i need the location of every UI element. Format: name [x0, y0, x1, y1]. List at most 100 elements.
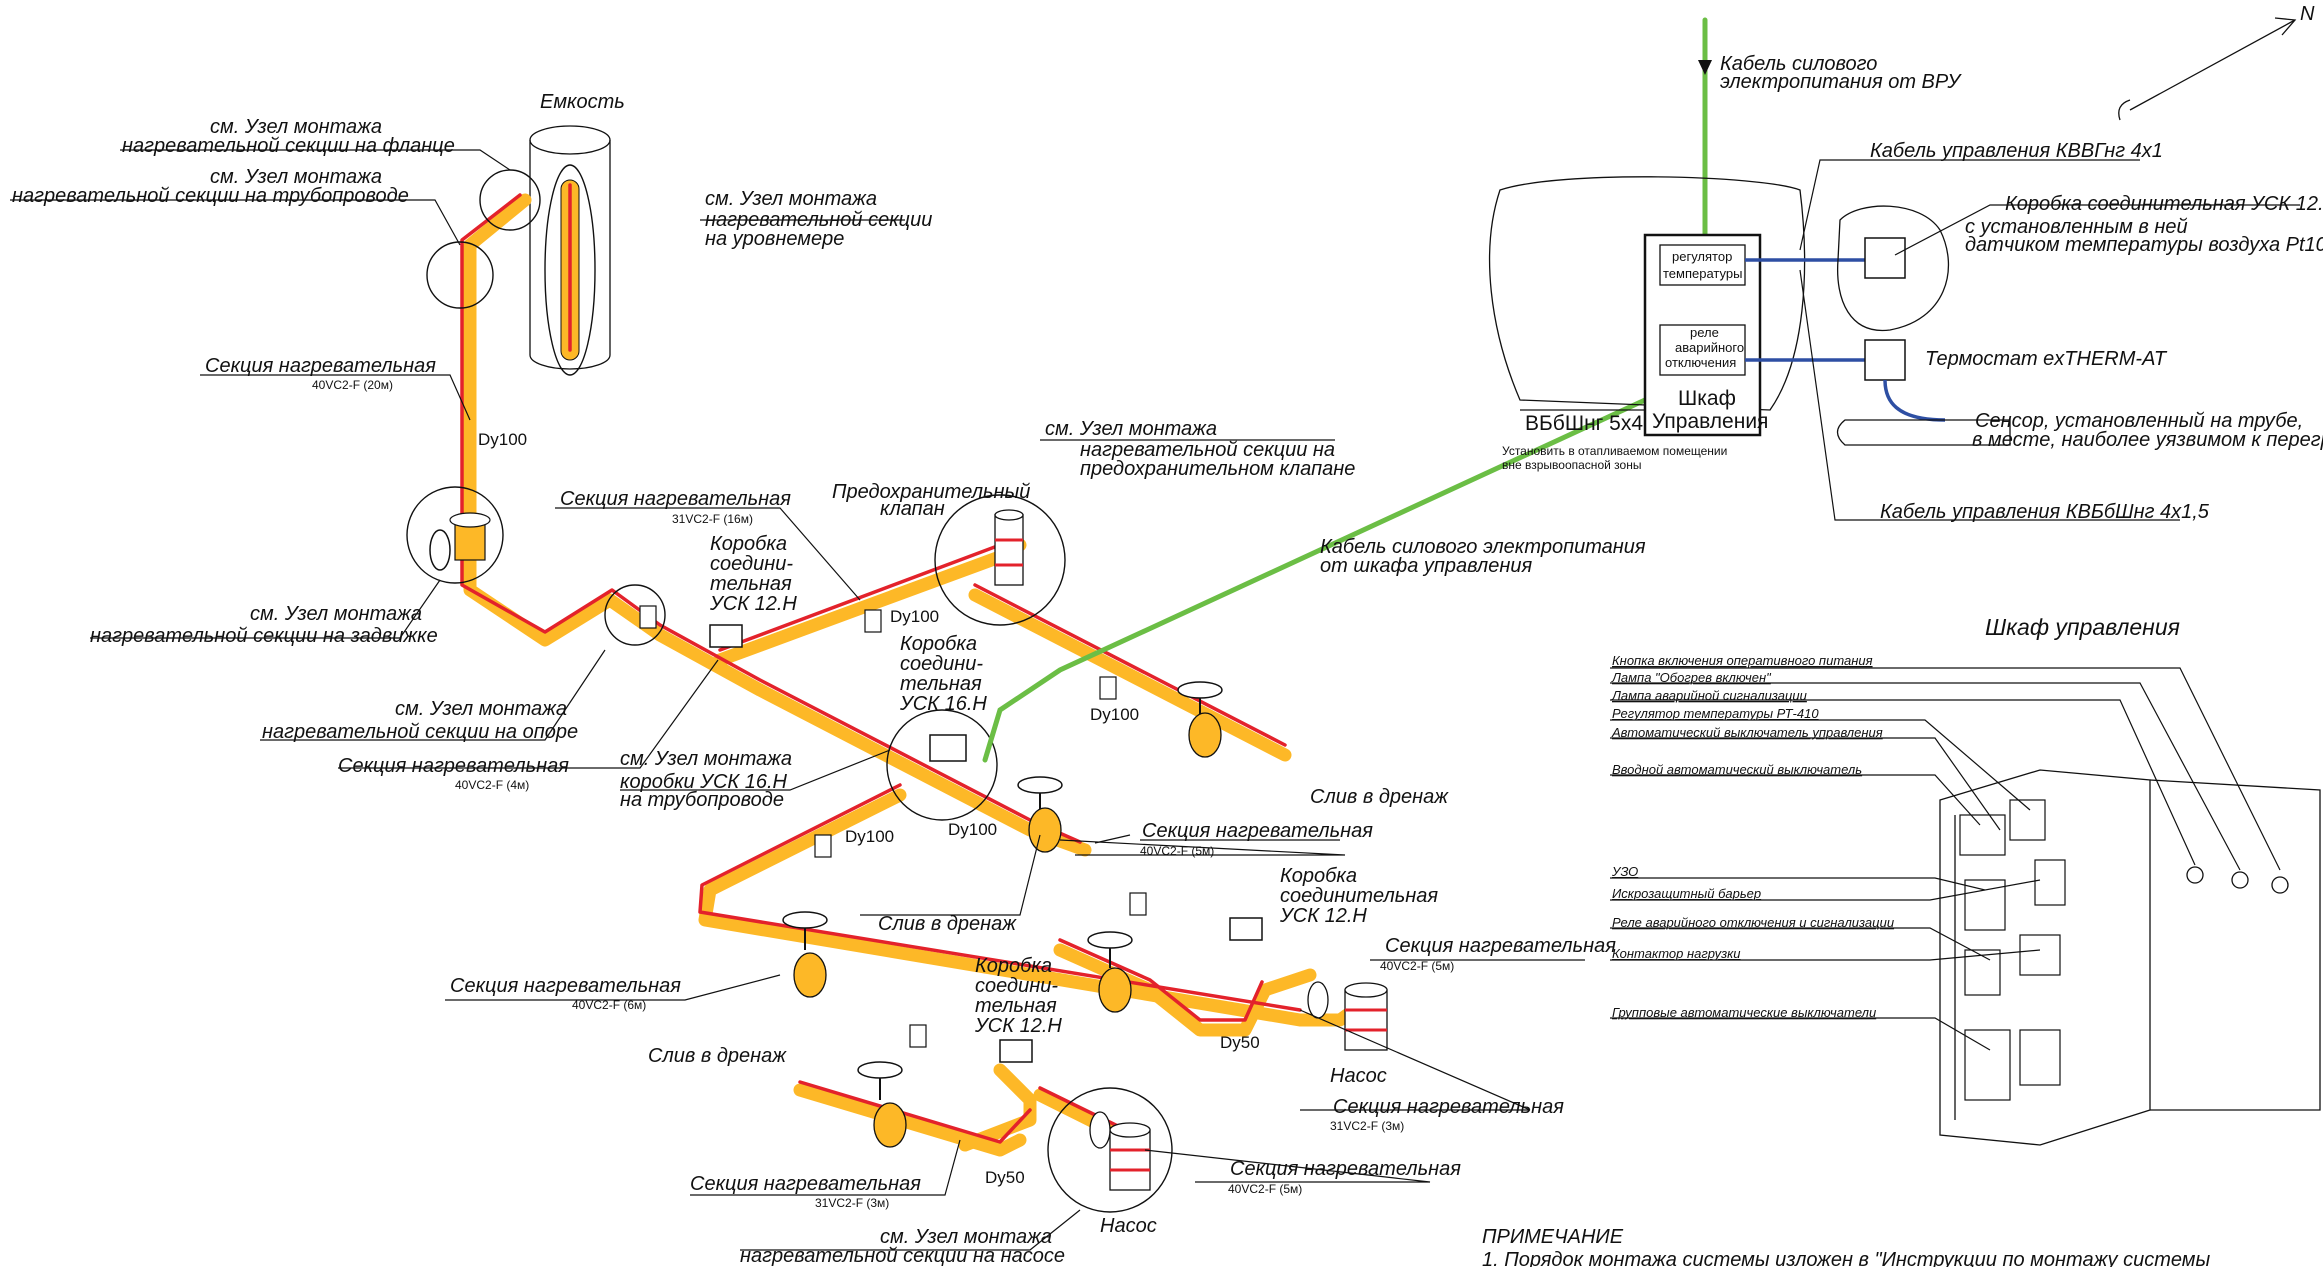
sec-5a-label-1: Секция нагревательная: [1142, 820, 1373, 842]
legend-item-10: Контактор нагрузки: [1612, 946, 1741, 961]
cabinet-title: Шкаф управления: [1985, 614, 2180, 640]
pipe-supports: [639, 605, 1147, 1048]
node-circle-pipeline: [426, 241, 494, 309]
safety-label-2: клапан: [880, 498, 945, 520]
leader-lines: [10, 149, 1585, 1251]
heater-mid: [1058, 938, 1264, 1022]
regulator-label-2: температуры: [1663, 266, 1742, 281]
box-usk12-a: [709, 624, 743, 648]
wall-outline: [1836, 205, 1950, 332]
safety-valve: [994, 509, 1024, 586]
box-usk16-label-3: тельная: [900, 673, 982, 695]
box-usk12k-label-1: Коробка соединительная УСК 12.К: [2005, 193, 2323, 215]
heater-upper: [718, 543, 1002, 652]
heater-safety: [973, 583, 1287, 747]
node-safety-label-2: нагревательной секции на: [1080, 439, 1335, 461]
tank: Емкость: [529, 91, 625, 376]
relay-label-3: отключения: [1665, 355, 1736, 370]
legend-item-2: Лампа "Обогрев включен": [1611, 670, 1772, 685]
box-usk16-label-4: УСК 16.Н: [899, 693, 987, 715]
box-usk12-a-label-1: Коробка: [710, 533, 787, 555]
legend-leaders: [1610, 667, 2281, 1051]
node-safety-label-3: предохранительном клапане: [1080, 458, 1355, 480]
node-usk16-label-2: коробки УСК 16.Н: [620, 771, 788, 793]
box-usk12-c: [999, 1039, 1033, 1063]
node-circle-usk16: [886, 709, 998, 821]
regulator-label-1: регулятор: [1672, 249, 1732, 264]
legend-item-6: Вводной автоматический выключатель: [1612, 762, 1862, 777]
box-usk12-c-label-2: соедини-: [975, 975, 1058, 997]
thermostat-box: [1864, 339, 1906, 381]
dy-vert: Dy100: [478, 430, 527, 449]
usk12k-box: [1864, 237, 1906, 279]
sec-vert-label-1: Секция нагревательная: [205, 355, 436, 377]
sensor-pipe: [1836, 419, 2011, 446]
cabinet-illustration: Шкаф управления: [1939, 614, 2321, 1146]
node-valve-label-1: см. Узел монтажа: [250, 603, 422, 625]
valve-right: [1177, 681, 1223, 758]
vru-arrow: [1698, 60, 1712, 75]
north-arrow-line: [2129, 19, 2296, 111]
power-from-cab-label-1: Кабель силового электропитания: [1320, 536, 1646, 558]
power-vru-label-1: Кабель силового: [1720, 53, 1877, 75]
sec-3b-label-1: Секция нагревательная: [690, 1173, 921, 1195]
drain-label-2: Слив в дренаж: [878, 913, 1017, 935]
node-circle-pump: [1047, 1087, 1173, 1213]
sec-4-label-1: Секция нагревательная: [338, 755, 569, 777]
node-circle-support: [604, 584, 666, 646]
box-usk12-a-label-2: соедини-: [710, 553, 793, 575]
valve-bottom: [857, 1061, 907, 1148]
sec-vert-label-2: 40VC2-F (20м): [312, 378, 393, 392]
cabinet-door: [2149, 779, 2321, 1111]
sec-5b-label-1: Секция нагревательная: [1385, 935, 1616, 957]
dy-mid: Dy100: [890, 607, 939, 626]
node-usk16-label-1: см. Узел монтажа: [620, 748, 792, 770]
labels: см. Узел монтажа нагревательной секции н…: [12, 3, 2323, 1267]
ctrl-kvbb-label: Кабель управления КВБбШнг 4х1,5: [1880, 501, 2210, 523]
gate-valve: [429, 512, 491, 571]
dy-center2: Dy100: [948, 820, 997, 839]
valves: [429, 512, 1223, 1148]
dy50-b: Dy50: [985, 1168, 1025, 1187]
cabinet-label-2: Управления: [1652, 410, 1768, 433]
sec-6-label-1: Секция нагревательная: [450, 975, 681, 997]
pump-2-label: Насос: [1100, 1215, 1157, 1237]
sensor-label-1: Сенсор, установленный на трубе,: [1975, 410, 2303, 432]
legend-item-1: Кнопка включения оперативного питания: [1612, 653, 1873, 668]
tank-label: Емкость: [540, 91, 625, 113]
node-usk16-label-3: на трубопроводе: [620, 789, 784, 811]
box-usk12-c-label-3: тельная: [975, 995, 1057, 1017]
sec-16-label-2: 31VC2-F (16м): [672, 512, 753, 526]
heater-bottom: [798, 1080, 1032, 1144]
pipe-vertical: [463, 193, 1092, 857]
box-usk12-c-label-4: УСК 12.Н: [974, 1015, 1062, 1037]
drain-label-3: Слив в дренаж: [648, 1045, 787, 1067]
valve-lower-left: [782, 911, 828, 998]
node-pipeline-label-1: см. Узел монтажа: [210, 166, 382, 188]
cabinet-leaders: [1520, 159, 2300, 521]
box-usk12-b-label-2: соединительная: [1280, 885, 1438, 907]
node-flange-label-1: см. Узел монтажа: [210, 116, 382, 138]
pump-1-label: Насос: [1330, 1065, 1387, 1087]
box-usk12-b: [1229, 917, 1263, 941]
thermostat-label: Термостат exTHERM-AT: [1925, 348, 2168, 370]
sec-6-label-2: 40VC2-F (6м): [572, 998, 646, 1012]
note-text: 1. Порядок монтажа системы изложен в "Ин…: [1482, 1249, 2211, 1267]
power-cables: [982, 17, 1712, 763]
pump-2: [1089, 1111, 1151, 1191]
node-circles: [406, 169, 1173, 1213]
sec-16-label-1: Секция нагревательная: [560, 488, 791, 510]
sec-3a-label-2: 31VC2-F (3м): [1330, 1119, 1404, 1133]
legend-item-7: УЗО: [1611, 864, 1638, 879]
node-level-label-1: см. Узел монтажа: [705, 188, 877, 210]
node-level-label-3: на уровнемере: [705, 228, 844, 250]
node-circle-safety: [934, 494, 1066, 626]
relay-box: [1659, 324, 1746, 376]
dy50-a: Dy50: [1220, 1033, 1260, 1052]
install-label-2: вне взрывоопасной зоны: [1502, 458, 1641, 472]
box-usk16: [929, 734, 967, 762]
node-valve-label-2: нагревательной секции на задвижке: [90, 625, 438, 647]
node-pump-label-2: нагревательной секции на насосе: [740, 1245, 1065, 1267]
heater-pump2: [1038, 1086, 1132, 1134]
install-label-1: Установить в отапливаемом помещении: [1502, 444, 1727, 458]
